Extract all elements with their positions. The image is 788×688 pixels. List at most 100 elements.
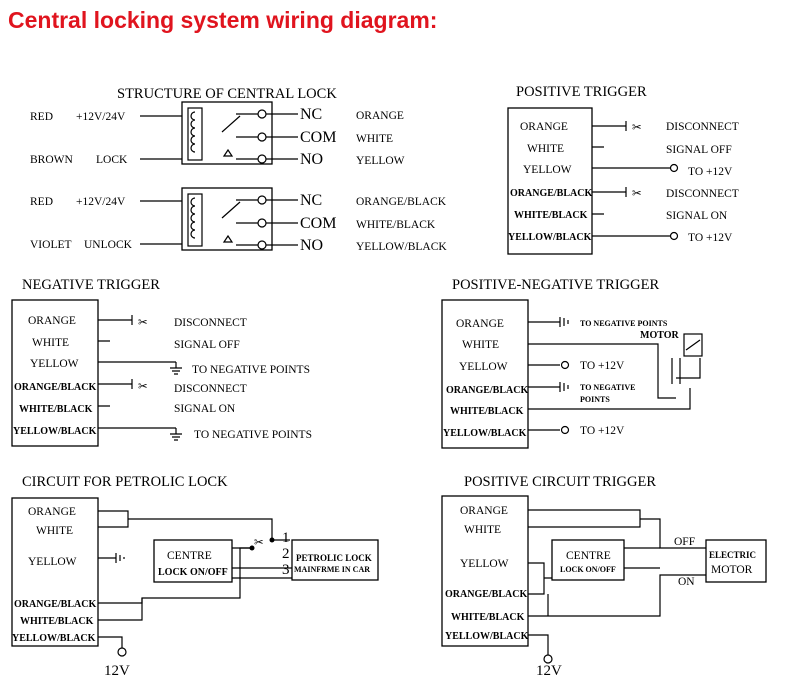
- pl-pin-3: 3: [282, 562, 290, 578]
- pl-centre-box: [153, 539, 233, 583]
- unlock-wire-label: VIOLET: [30, 239, 72, 251]
- pl-pin-2: 2: [282, 546, 290, 562]
- nt-note-4: DISCONNECT: [174, 383, 247, 395]
- pl-wire-orange: ORANGE: [28, 506, 76, 518]
- negative-trigger-box: [11, 299, 99, 447]
- nt-wire-orange: ORANGE: [28, 315, 76, 327]
- pn-wire-yellow: YELLOW: [459, 361, 508, 373]
- unlock-no-color: YELLOW/BLACK: [356, 241, 447, 253]
- pt-wire-white: WHITE: [527, 143, 564, 155]
- nt-wire-yellow: YELLOW: [30, 358, 79, 370]
- unlock-com-label: COM: [300, 215, 336, 232]
- nt-wire-white-black: WHITE/BLACK: [19, 404, 93, 415]
- pt-note-3: TO +12V: [688, 166, 733, 178]
- pc-motor-label-1: ELECTRIC: [709, 550, 756, 560]
- pt-scissors-icon-1: ✂: [632, 122, 642, 134]
- pl-centre-label-2: LOCK ON/OFF: [158, 567, 228, 578]
- pl-wire-orange-black: ORANGE/BLACK: [14, 599, 96, 610]
- petrolic-heading: CIRCUIT FOR PETROLIC LOCK: [22, 474, 228, 490]
- pn-wire-orange-black: ORANGE/BLACK: [446, 385, 528, 396]
- pt-wire-yellow: YELLOW: [523, 164, 572, 176]
- pc-on-label: ON: [678, 576, 695, 588]
- pc-off-label: OFF: [674, 536, 695, 548]
- petrolic-section: CIRCUIT FOR PETROLIC LOCK ORANGE WHITE Y…: [11, 474, 379, 679]
- pc-wire-orange: ORANGE: [460, 505, 508, 517]
- unlock-com-color: WHITE/BLACK: [356, 219, 436, 231]
- pn-wire-white: WHITE: [462, 339, 499, 351]
- unlock-no-label: NO: [300, 237, 323, 254]
- pc-supply-label: 12V: [536, 663, 562, 679]
- lock-fn-label: LOCK: [96, 154, 128, 166]
- positive-trigger-box: [507, 107, 593, 255]
- unlock-coil-icon: [187, 193, 203, 247]
- nt-wire-white: WHITE: [32, 337, 69, 349]
- positive-trigger-section: POSITIVE TRIGGER ORANGE WHITE YELLOW ORA…: [507, 84, 739, 255]
- lock-wire-label: BROWN: [30, 154, 74, 166]
- lock-red-label: RED: [30, 111, 53, 123]
- structure-section: STRUCTURE OF CENTRAL LOCK RED +12V/24V B…: [30, 86, 447, 254]
- positive-circuit-section: POSITIVE CIRCUIT TRIGGER ORANGE WHITE YE…: [441, 474, 767, 679]
- pn-note-neg2b: POINTS: [580, 395, 610, 404]
- pl-lock-label-2: MAINFRME IN CAR: [294, 565, 370, 574]
- pl-wire-yellow: YELLOW: [28, 556, 77, 568]
- pl-lock-box: [291, 539, 379, 581]
- nt-ground-icon-2: [170, 428, 182, 441]
- structure-heading: STRUCTURE OF CENTRAL LOCK: [117, 86, 337, 102]
- pc-wire-orange-black: ORANGE/BLACK: [445, 589, 527, 600]
- positive-circuit-box: [441, 495, 529, 647]
- nt-scissors-icon-1: ✂: [138, 317, 148, 329]
- pc-centre-label-1: CENTRE: [566, 550, 611, 562]
- unlock-nc-color: ORANGE/BLACK: [356, 196, 447, 208]
- pc-wire-white: WHITE: [464, 524, 501, 536]
- pl-wire-white-black: WHITE/BLACK: [20, 616, 94, 627]
- pl-wire-white: WHITE: [36, 525, 73, 537]
- pc-centre-label-2: LOCK ON/OFF: [560, 565, 616, 574]
- nt-note-5: SIGNAL ON: [174, 403, 236, 415]
- unlock-fn-label: UNLOCK: [84, 239, 133, 251]
- lock-com-label: COM: [300, 129, 336, 146]
- lock-relay: RED +12V/24V BROWN LOCK NC COM NO ORANGE…: [30, 101, 405, 168]
- pt-note-2: SIGNAL OFF: [666, 144, 732, 156]
- pos-neg-trigger-box: [441, 299, 529, 449]
- lock-no-color: YELLOW: [356, 155, 405, 167]
- negative-trigger-heading: NEGATIVE TRIGGER: [22, 277, 160, 293]
- lock-nc-label: NC: [300, 106, 322, 123]
- pt-wire-yellow-black: YELLOW/BLACK: [508, 232, 592, 243]
- pn-wire-white-black: WHITE/BLACK: [450, 406, 524, 417]
- pn-motor-icon: [671, 339, 701, 384]
- positive-circuit-heading: POSITIVE CIRCUIT TRIGGER: [464, 474, 656, 490]
- petrolic-box: [11, 497, 99, 647]
- pn-wire-yellow-black: YELLOW/BLACK: [443, 428, 527, 439]
- nt-note-6: TO NEGATIVE POINTS: [194, 429, 312, 441]
- lock-nc-color: ORANGE: [356, 110, 404, 122]
- pos-neg-trigger-heading: POSITIVE-NEGATIVE TRIGGER: [452, 277, 659, 293]
- lock-com-color: WHITE: [356, 133, 393, 145]
- nt-note-1: DISCONNECT: [174, 317, 247, 329]
- lock-power-label: +12V/24V: [76, 111, 126, 123]
- pt-wire-orange: ORANGE: [520, 121, 568, 133]
- lock-coil-icon: [187, 107, 203, 161]
- pn-motor-body: [683, 333, 703, 357]
- pn-motor-label: MOTOR: [640, 330, 679, 341]
- unlock-power-label: +12V/24V: [76, 196, 126, 208]
- pl-pin-1: 1: [282, 530, 290, 546]
- unlock-red-label: RED: [30, 196, 53, 208]
- pos-neg-trigger-section: POSITIVE-NEGATIVE TRIGGER ORANGE WHITE Y…: [441, 277, 703, 449]
- pn-note-neg1: TO NEGATIVE POINTS: [580, 319, 668, 328]
- pc-motor-label-2: MOTOR: [711, 564, 753, 576]
- pc-wire-white-black: WHITE/BLACK: [451, 612, 525, 623]
- nt-wire-orange-black: ORANGE/BLACK: [14, 382, 96, 393]
- pt-terminal-2: [669, 231, 679, 241]
- lock-no-label: NO: [300, 151, 323, 168]
- pt-note-6: TO +12V: [688, 232, 733, 244]
- pc-motor-box: [705, 539, 767, 583]
- pt-wire-white-black: WHITE/BLACK: [514, 210, 588, 221]
- unlock-nc-label: NC: [300, 192, 322, 209]
- positive-trigger-heading: POSITIVE TRIGGER: [516, 84, 647, 100]
- pt-note-5: SIGNAL ON: [666, 210, 728, 222]
- pn-wire-orange: ORANGE: [456, 318, 504, 330]
- pc-wire-yellow-black: YELLOW/BLACK: [445, 631, 529, 642]
- nt-wire-yellow-black: YELLOW/BLACK: [13, 426, 97, 437]
